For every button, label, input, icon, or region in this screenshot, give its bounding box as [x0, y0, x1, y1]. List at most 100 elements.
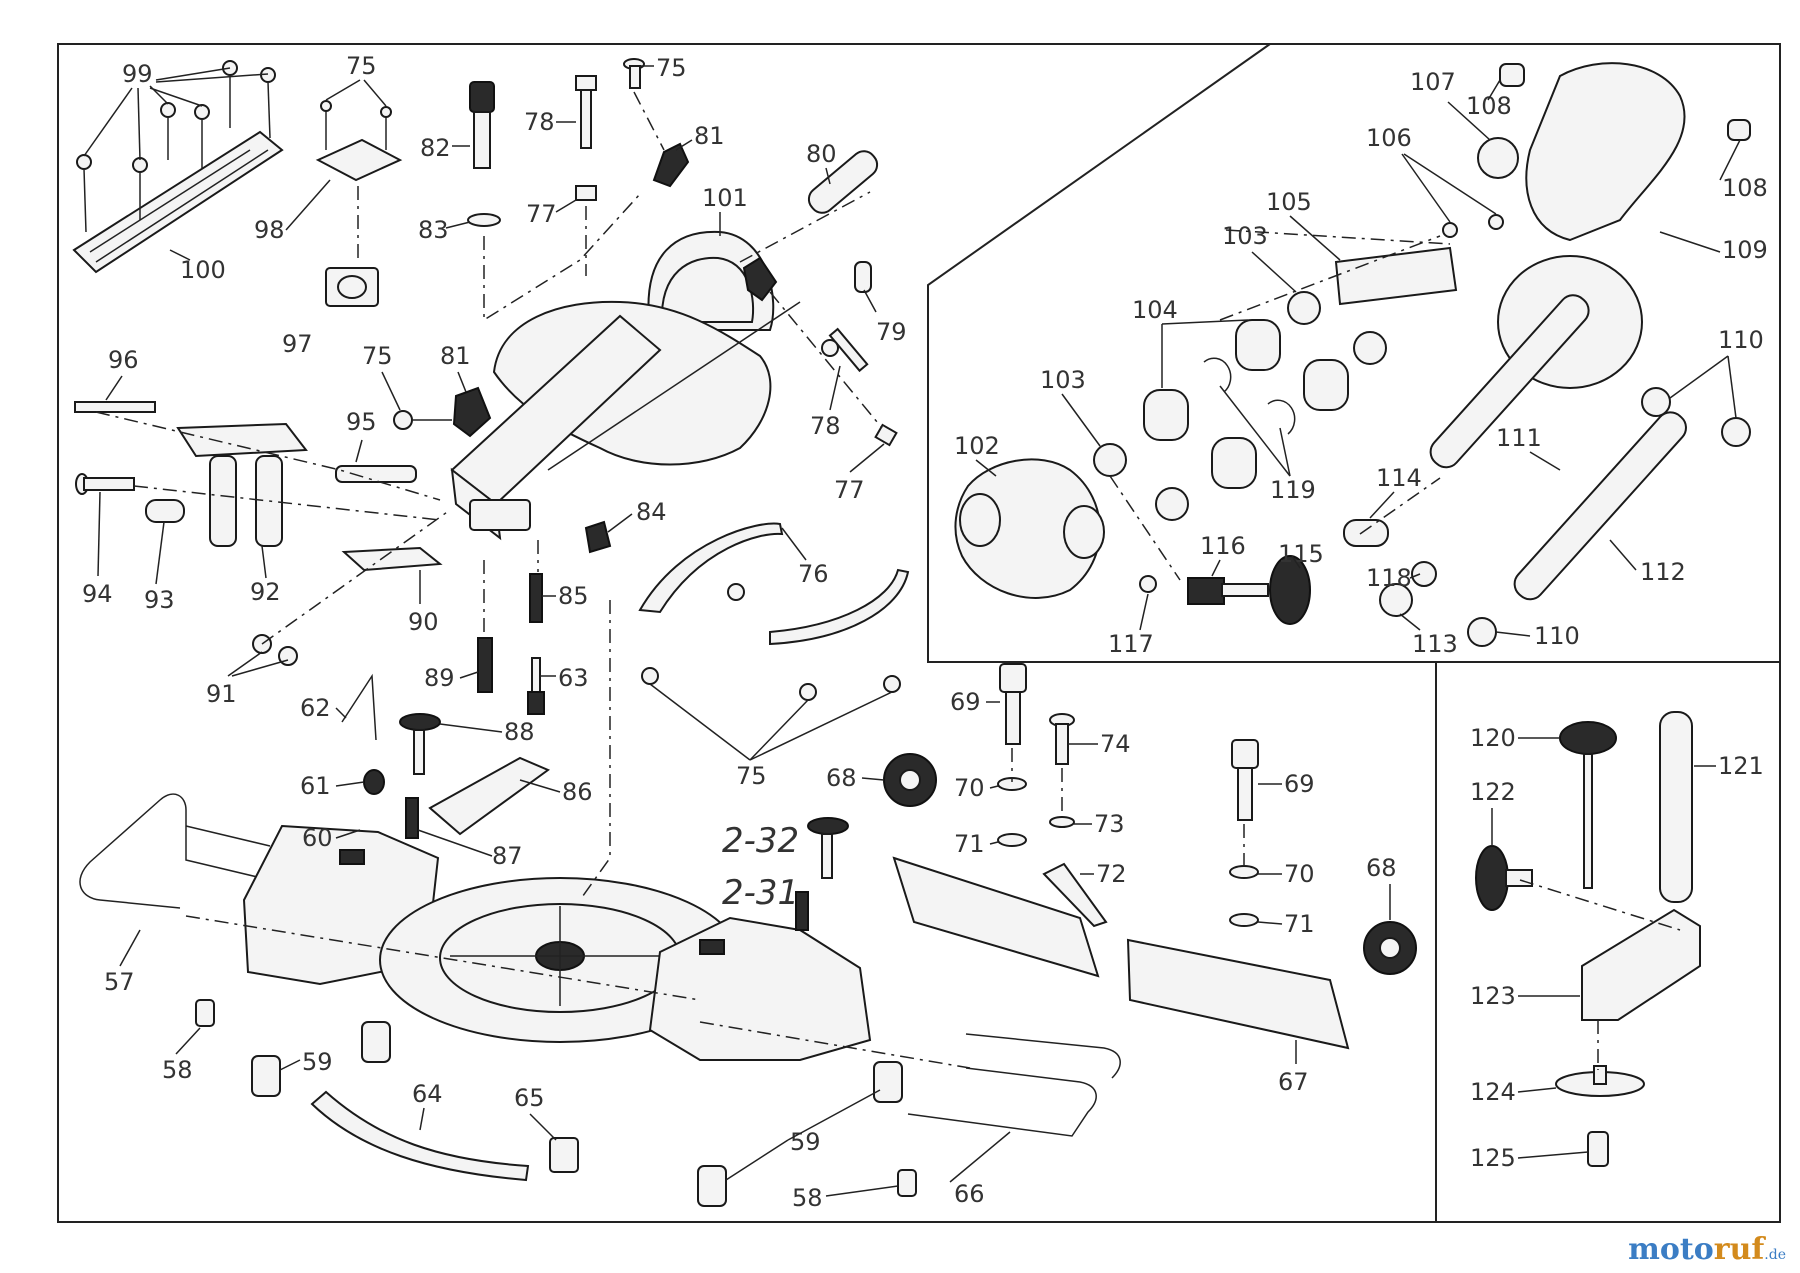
callout-87: 87 — [492, 842, 523, 870]
callout-125: 125 — [1470, 1144, 1516, 1172]
callout-101: 101 — [702, 184, 748, 212]
part-pins-106 — [1442, 214, 1504, 238]
part-fence-left — [892, 856, 1100, 978]
part-screws-91 — [252, 634, 298, 666]
part-bushing-93 — [145, 499, 185, 523]
part-knob-113 — [1379, 583, 1413, 617]
callout-121: 121 — [1718, 752, 1764, 780]
brand-suffix: .de — [1764, 1247, 1786, 1263]
part-screw-75c — [393, 410, 452, 430]
part-wingbolt-88 — [399, 713, 441, 775]
callout-85: 85 — [558, 582, 589, 610]
callout-59: 59 — [302, 1048, 333, 1076]
part-washer-103b — [1093, 443, 1127, 477]
part-washer-83 — [467, 213, 501, 227]
part-pin-79 — [854, 261, 872, 293]
part-clip-81b — [452, 386, 492, 438]
callout-122: 122 — [1470, 778, 1516, 806]
part-feet-59 — [251, 1021, 903, 1207]
assembly-axes — [95, 91, 1451, 901]
callout-109: 109 — [1722, 236, 1768, 264]
callout-119: 119 — [1270, 476, 1316, 504]
callout-118: 118 — [1366, 564, 1412, 592]
callout-108: 108 — [1466, 92, 1512, 120]
leader-lines — [83, 65, 1741, 1197]
callout-68: 68 — [826, 764, 857, 792]
part-washer-103c — [1353, 331, 1387, 365]
part-fence-67 — [1126, 938, 1350, 1050]
callout-103: 103 — [1222, 222, 1268, 250]
callout-104: 104 — [1132, 296, 1178, 324]
part-foot-124 — [1555, 1065, 1645, 1097]
part-arm-housing — [450, 300, 772, 541]
part-bracket-90 — [341, 546, 443, 572]
part-cap-61 — [363, 769, 385, 795]
part-housing-102 — [954, 458, 1105, 599]
callout-68: 68 — [1366, 854, 1397, 882]
part-bushing-108b — [1727, 119, 1751, 141]
callout-75: 75 — [362, 342, 393, 370]
callout-58: 58 — [792, 1184, 823, 1212]
brand-watermark: motoruf.de — [1628, 1232, 1786, 1267]
part-rod-121 — [1659, 711, 1693, 903]
part-rod-62 — [341, 673, 377, 741]
part-rod-96 — [74, 401, 156, 413]
part-bolt-69b — [1231, 739, 1259, 821]
part-screw-82 — [469, 81, 495, 169]
callout-80: 80 — [806, 140, 837, 168]
callout-77: 77 — [834, 476, 865, 504]
callout-74: 74 — [1100, 730, 1131, 758]
callout-84: 84 — [636, 498, 667, 526]
part-bolt-78a — [575, 75, 597, 149]
callout-81: 81 — [440, 342, 471, 370]
callout-98: 98 — [254, 216, 285, 244]
callout-76: 76 — [798, 560, 829, 588]
part-tube-111 — [1429, 294, 1590, 469]
part-tube-57 — [79, 793, 271, 909]
callout-97: 97 — [282, 330, 313, 358]
part-knob-122 — [1475, 845, 1533, 911]
part-spring-116 — [1187, 577, 1225, 605]
part-washer-71b — [1229, 913, 1259, 927]
callout-89: 89 — [424, 664, 455, 692]
callout-83: 83 — [418, 216, 449, 244]
axis-78b — [769, 291, 883, 429]
callout-105: 105 — [1266, 188, 1312, 216]
callout-73: 73 — [1094, 810, 1125, 838]
part-washer-73 — [1049, 816, 1075, 828]
part-knob-120 — [1559, 721, 1617, 889]
callout-124: 124 — [1470, 1078, 1516, 1106]
callout-91: 91 — [206, 680, 237, 708]
part-knob-guard — [742, 256, 778, 302]
brand-part2: ruf — [1713, 1232, 1765, 1267]
part-bolt-78b — [821, 327, 869, 373]
part-bracket-98 — [315, 100, 403, 182]
leader-arm — [547, 301, 801, 471]
callout-71: 71 — [1284, 910, 1315, 938]
callout-120: 120 — [1470, 724, 1516, 752]
part-screws-99 — [76, 60, 276, 233]
callout-69: 69 — [950, 688, 981, 716]
callout-70: 70 — [1284, 860, 1315, 888]
part-pin-95 — [335, 465, 417, 483]
callout-93: 93 — [144, 586, 175, 614]
callout-63: 63 — [558, 664, 589, 692]
part-plate-100 — [72, 130, 284, 274]
part-pin-63 — [527, 657, 545, 715]
part-pin-80 — [807, 150, 879, 214]
callout-110: 110 — [1534, 622, 1580, 650]
callout-94: 94 — [82, 580, 113, 608]
part-base-right — [648, 916, 872, 1061]
callout-70: 70 — [954, 774, 985, 802]
callout-labels: 99 75 75 82 78 81 80 101 98 100 83 77 97… — [82, 52, 1768, 1212]
hand-label-2-31: 2-31 — [722, 873, 799, 913]
part-lock-86 — [428, 756, 551, 836]
part-screw-74 — [1049, 713, 1075, 765]
part-nut-77b — [874, 423, 898, 447]
part-turntable — [379, 877, 741, 1043]
part-bushings-104 — [1143, 319, 1349, 489]
callout-79: 79 — [876, 318, 907, 346]
part-cap-110a — [1641, 387, 1671, 417]
callout-75: 75 — [346, 52, 377, 80]
